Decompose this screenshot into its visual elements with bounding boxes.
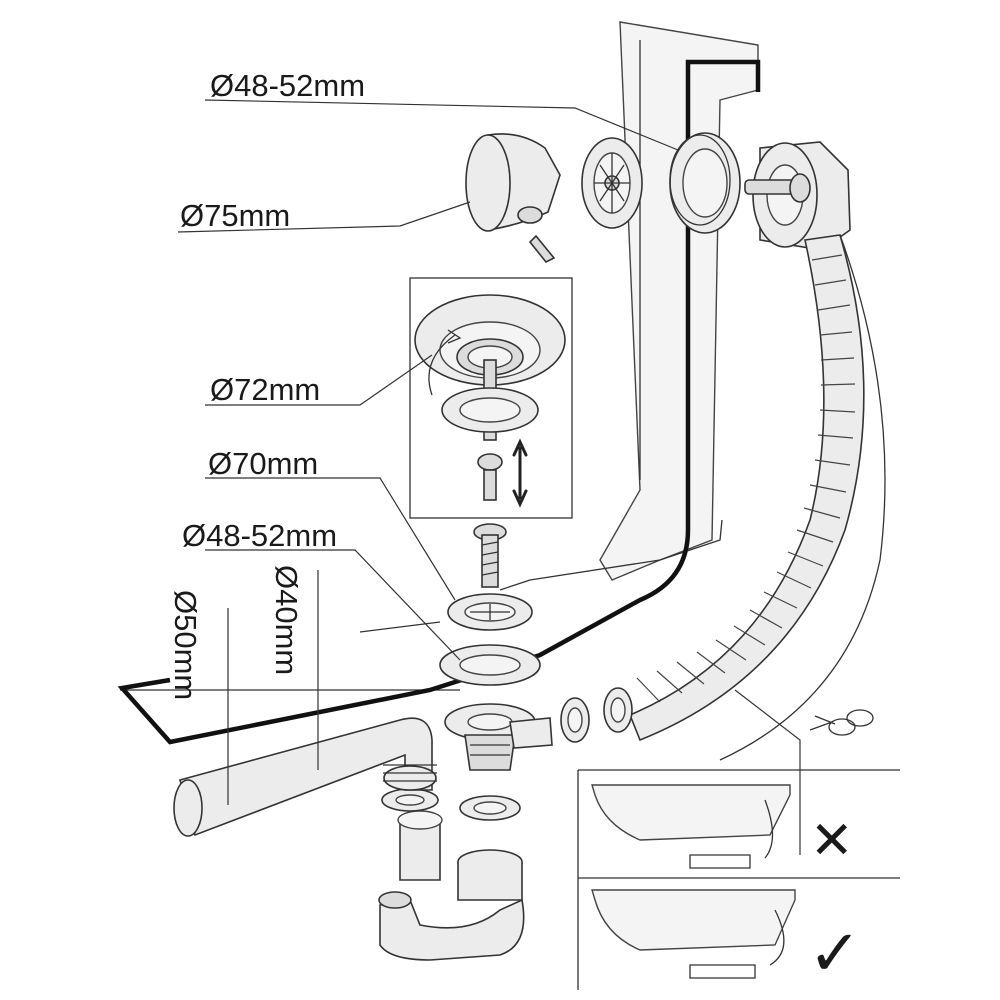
drain-flange	[439, 644, 541, 686]
wrong-install-mark: ✕	[810, 812, 854, 870]
overflow-cap	[465, 133, 561, 264]
pipe-outer-diameter-label: Ø50mm	[168, 590, 203, 700]
overflow-gasket	[669, 132, 741, 234]
trap	[378, 788, 525, 961]
drain-washer	[459, 795, 521, 821]
installation-check-panel	[577, 769, 900, 990]
cap-diameter-label: Ø75mm	[180, 198, 290, 233]
overflow-grille	[581, 137, 643, 229]
leader-lines	[177, 99, 801, 855]
plug-detail-box	[409, 277, 573, 519]
drain-diameter-label: Ø48-52mm	[182, 518, 337, 553]
pipe-inner-diameter-label: Ø40mm	[269, 565, 304, 675]
bathtub-floor	[120, 621, 460, 691]
hose-connector-nuts	[560, 687, 633, 743]
plug-diameter-label: Ø72mm	[210, 372, 320, 407]
overflow-body	[744, 141, 851, 251]
correct-install-mark: ✓	[808, 917, 862, 989]
scissors-icon	[809, 709, 874, 736]
strainer	[447, 593, 533, 631]
drain-screw	[473, 523, 507, 588]
overflow-diameter-label: Ø48-52mm	[210, 68, 365, 103]
strainer-diameter-label: Ø70mm	[208, 446, 318, 481]
overflow-hose	[628, 234, 886, 761]
waste-pipe	[173, 717, 437, 837]
drain-body	[444, 703, 553, 771]
